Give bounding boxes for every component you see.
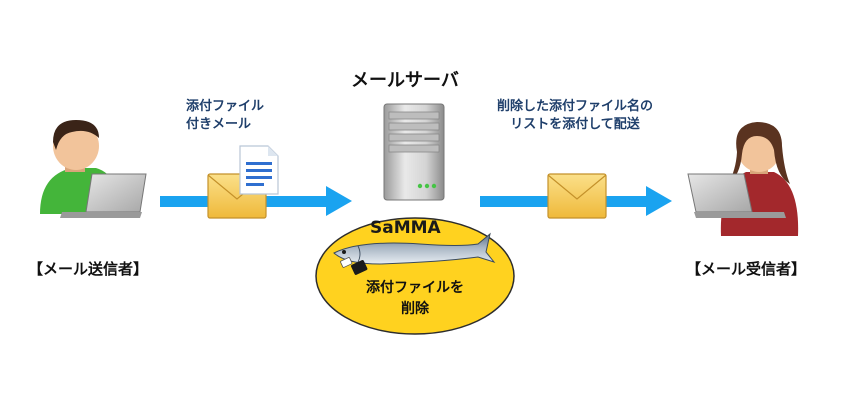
envelope-icon [547, 173, 607, 219]
receiver-note-line1: 削除した添付ファイル名の [496, 99, 653, 114]
samma-action: 添付ファイルを 削除 [355, 278, 475, 320]
samma-action-line1: 添付ファイルを [366, 280, 464, 296]
laptop-icon [60, 173, 147, 218]
sender-note-line1: 添付ファイル [186, 99, 265, 114]
receiver-label: 【メール受信者】 [686, 260, 807, 278]
samma-name: SaMMA [370, 218, 441, 238]
sender-note-line2: 付きメール [186, 117, 252, 132]
fish-icon [333, 232, 496, 265]
receiver-note: 削除した添付ファイル名の リストを添付して配送 [470, 98, 680, 134]
sender-note: 添付ファイル 付きメール [186, 98, 264, 134]
server-tower-icon [383, 103, 445, 201]
server-title: メールサーバ [351, 70, 459, 91]
laptop-icon [687, 173, 786, 218]
document-icon [239, 145, 279, 195]
tag-icon [340, 257, 368, 275]
sender-label: 【メール送信者】 [28, 260, 149, 278]
samma-action-line2: 削除 [401, 301, 429, 317]
receiver-note-line2: リストを添付して配送 [510, 117, 640, 132]
